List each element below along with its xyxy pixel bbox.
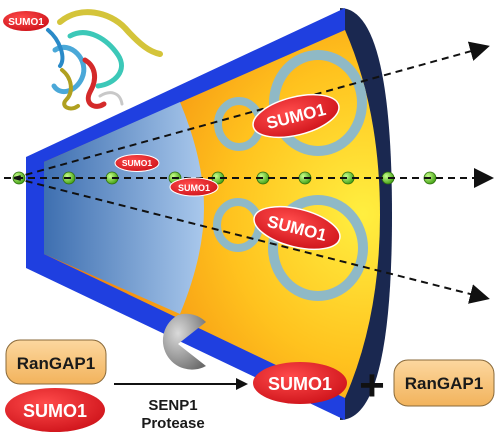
pacman-protease-icon (162, 313, 206, 370)
svg-text:RanGAP1: RanGAP1 (17, 354, 95, 373)
svg-text:RanGAP1: RanGAP1 (405, 374, 483, 393)
arrow-upper (13, 41, 490, 179)
substrate-sumo: SUMO1 (5, 388, 105, 432)
svg-text:SUMO1: SUMO1 (8, 17, 44, 28)
svg-text:SUMO1: SUMO1 (268, 374, 332, 394)
arrow-right-icon (114, 378, 248, 390)
ribbon-protein-icon (46, 9, 163, 111)
product-rangap1: RanGAP1 (393, 359, 495, 407)
svg-text:SUMO1: SUMO1 (23, 401, 87, 421)
ring (268, 195, 368, 301)
arrow-lower (13, 177, 490, 304)
svg-text:SUMO1: SUMO1 (122, 158, 153, 168)
enzyme-label-line2: Protease (141, 415, 204, 432)
svg-text:SUMO1: SUMO1 (178, 183, 210, 193)
cone-sumo-upper: SUMO1 (252, 93, 340, 139)
cone-sumo-small-2: SUMO1 (169, 177, 219, 197)
dashed-arrows (4, 41, 494, 304)
enzyme-label-line1: SENP1 (148, 397, 197, 414)
cone-inner-blue (44, 102, 204, 314)
substrate-rangap1: RanGAP1 (5, 339, 107, 385)
cone-sumo-lower: SUMO1 (253, 205, 341, 251)
product-sumo: SUMO1 (253, 362, 347, 404)
legend-sumo: SUMO1 (3, 11, 49, 31)
cone-sumo-small-1: SUMO1 (114, 154, 160, 172)
plus-sign: + (359, 361, 385, 410)
